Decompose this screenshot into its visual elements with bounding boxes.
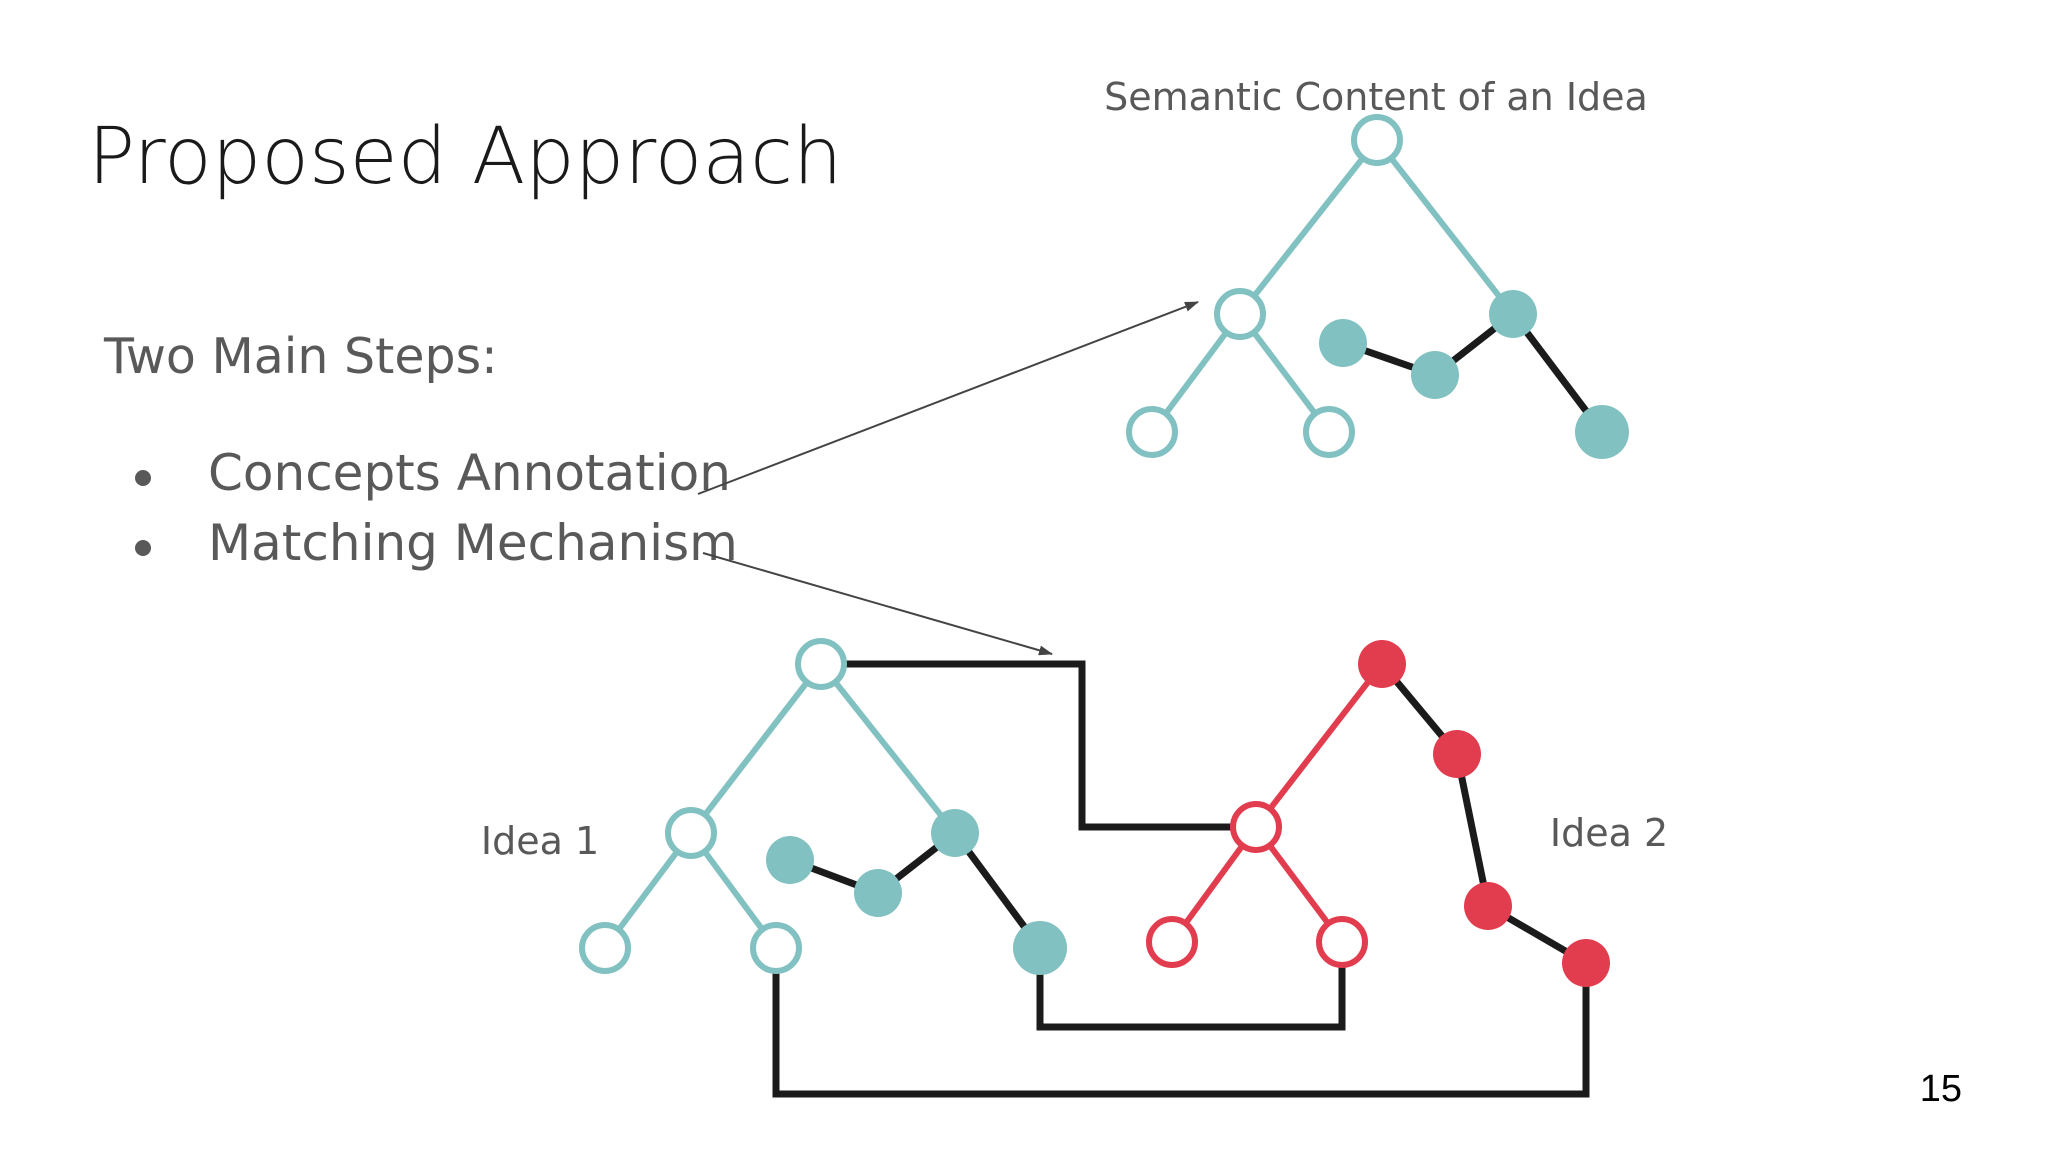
idea2-label: Idea 2: [1550, 811, 1668, 855]
idea-matching-graph: Idea 1 Idea 2: [481, 638, 1668, 1098]
semantic-filled-node: [1319, 319, 1367, 367]
semantic-filled-node: [1411, 351, 1459, 399]
concepts-annotation-arrow: [697, 301, 1199, 495]
semantic-leaf-node: [1303, 406, 1355, 458]
page-number: 15: [1919, 1068, 1962, 1110]
idea2-filled-node: [1433, 730, 1481, 778]
semantic-node: [1214, 288, 1266, 340]
idea1-filled-node: [766, 836, 814, 884]
idea1-root-node: [795, 638, 847, 690]
idea2-filled-node: [1358, 640, 1406, 688]
step-item-concepts-annotation: Concepts Annotation: [130, 448, 738, 518]
bullet-icon: [135, 470, 151, 486]
semantic-leaf-node: [1126, 406, 1178, 458]
idea1-filled-node: [931, 809, 979, 857]
semantic-root-node: [1351, 114, 1403, 166]
semantic-content-label: Semantic Content of an Idea: [1104, 75, 1648, 119]
idea1-filled-node: [854, 869, 902, 917]
steps-list: Concepts Annotation Matching Mechanism: [130, 448, 738, 588]
bullet-icon: [135, 540, 151, 556]
matching-mechanism-arrow: [702, 552, 1053, 656]
idea2-leaf-node: [1316, 916, 1368, 968]
idea1-node: [665, 807, 717, 859]
outer-match-connector: [772, 948, 1590, 1098]
idea2-node: [1230, 801, 1282, 853]
step-label: Matching Mechanism: [208, 514, 738, 572]
step-item-matching-mechanism: Matching Mechanism: [130, 518, 738, 588]
idea2-leaf-node: [1146, 916, 1198, 968]
idea1-leaf-node: [579, 922, 631, 974]
leaf-match-connector: [1036, 942, 1346, 1031]
step-label: Concepts Annotation: [208, 444, 731, 502]
semantic-content-tree: Semantic Content of an Idea: [1104, 75, 1648, 459]
semantic-filled-node: [1489, 290, 1537, 338]
idea2-filled-node: [1464, 882, 1512, 930]
idea1-leaf-node: [750, 922, 802, 974]
idea1-label: Idea 1: [481, 819, 599, 863]
idea1-filled-node: [1013, 921, 1067, 975]
slide-title: Proposed Approach: [88, 112, 843, 202]
steps-heading: Two Main Steps:: [104, 328, 498, 385]
root-match-connector: [821, 660, 1256, 831]
semantic-filled-node: [1575, 405, 1629, 459]
idea2-filled-node: [1562, 939, 1610, 987]
